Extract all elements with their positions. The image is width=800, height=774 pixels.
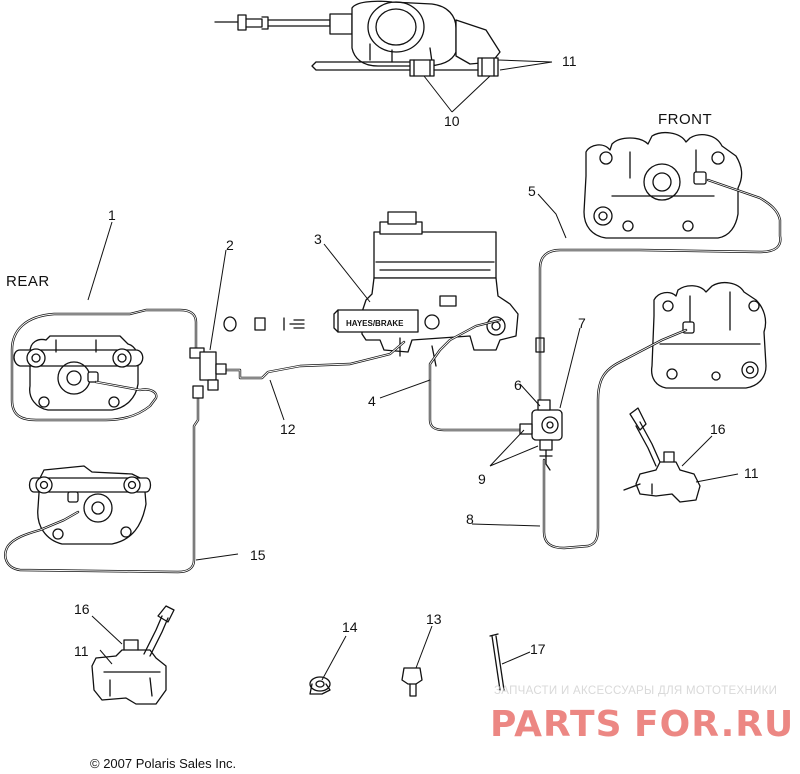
callout-11-rear: 11	[74, 643, 89, 659]
leader-lines	[87, 59, 739, 681]
callout-15: 15	[250, 547, 266, 563]
banjo-fitting-14	[309, 676, 331, 695]
callout-4: 4	[368, 393, 376, 409]
callout-8: 8	[466, 511, 474, 527]
front-caliper-upper	[583, 131, 743, 239]
rear-caliper-lower	[28, 465, 152, 545]
brake-lines	[4, 178, 782, 574]
front-label: FRONT	[658, 111, 712, 128]
cable-tie-17	[489, 633, 505, 691]
rear-label: REAR	[6, 273, 50, 290]
front-junction-block	[519, 337, 563, 471]
callout-11-top: 11	[562, 53, 577, 69]
callout-14: 14	[342, 619, 358, 635]
callout-9: 9	[478, 471, 486, 487]
callout-3: 3	[314, 231, 322, 247]
rear-junction-block	[189, 347, 227, 399]
front-caliper-lower	[650, 281, 767, 389]
callout-16-rear: 16	[74, 601, 90, 617]
watermark-brand-left: PARTS	[490, 704, 623, 745]
callout-1: 1	[108, 207, 116, 223]
callout-numbers: 1 2 3 4 5 6 7 8 9 10 11 12 13 14 15 16 1…	[74, 53, 759, 659]
watermark: ЗАПЧАСТИ И АКСЕССУАРЫ ДЛЯ МОТОТЕХНИКИ PA…	[490, 685, 794, 745]
callout-12: 12	[280, 421, 296, 437]
rear-caliper-upper	[13, 335, 144, 411]
watermark-tagline: ЗАПЧАСТИ И АКСЕССУАРЫ ДЛЯ МОТОТЕХНИКИ	[494, 685, 777, 697]
callout-2: 2	[226, 237, 234, 253]
callout-7: 7	[578, 315, 586, 331]
bleeder-screw-13	[401, 667, 423, 697]
callout-17: 17	[530, 641, 546, 657]
master-cylinder-mount-hardware	[223, 316, 305, 332]
callout-10: 10	[444, 113, 460, 129]
watermark-brand-right: FOR.RU	[634, 704, 794, 745]
handlebar-master-cylinder	[214, 0, 501, 77]
copyright-text: © 2007 Polaris Sales Inc.	[90, 756, 236, 771]
main-master-cylinder: HAYES/BRAKE	[333, 211, 519, 367]
callout-6: 6	[514, 377, 522, 393]
front-caliper-small	[623, 407, 701, 503]
callout-5: 5	[528, 183, 536, 199]
callout-11-front: 11	[744, 465, 759, 481]
master-cylinder-brand-text: HAYES/BRAKE	[346, 319, 404, 328]
callout-16-front: 16	[710, 421, 726, 437]
rear-caliper-small	[91, 605, 175, 705]
callout-13: 13	[426, 611, 442, 627]
